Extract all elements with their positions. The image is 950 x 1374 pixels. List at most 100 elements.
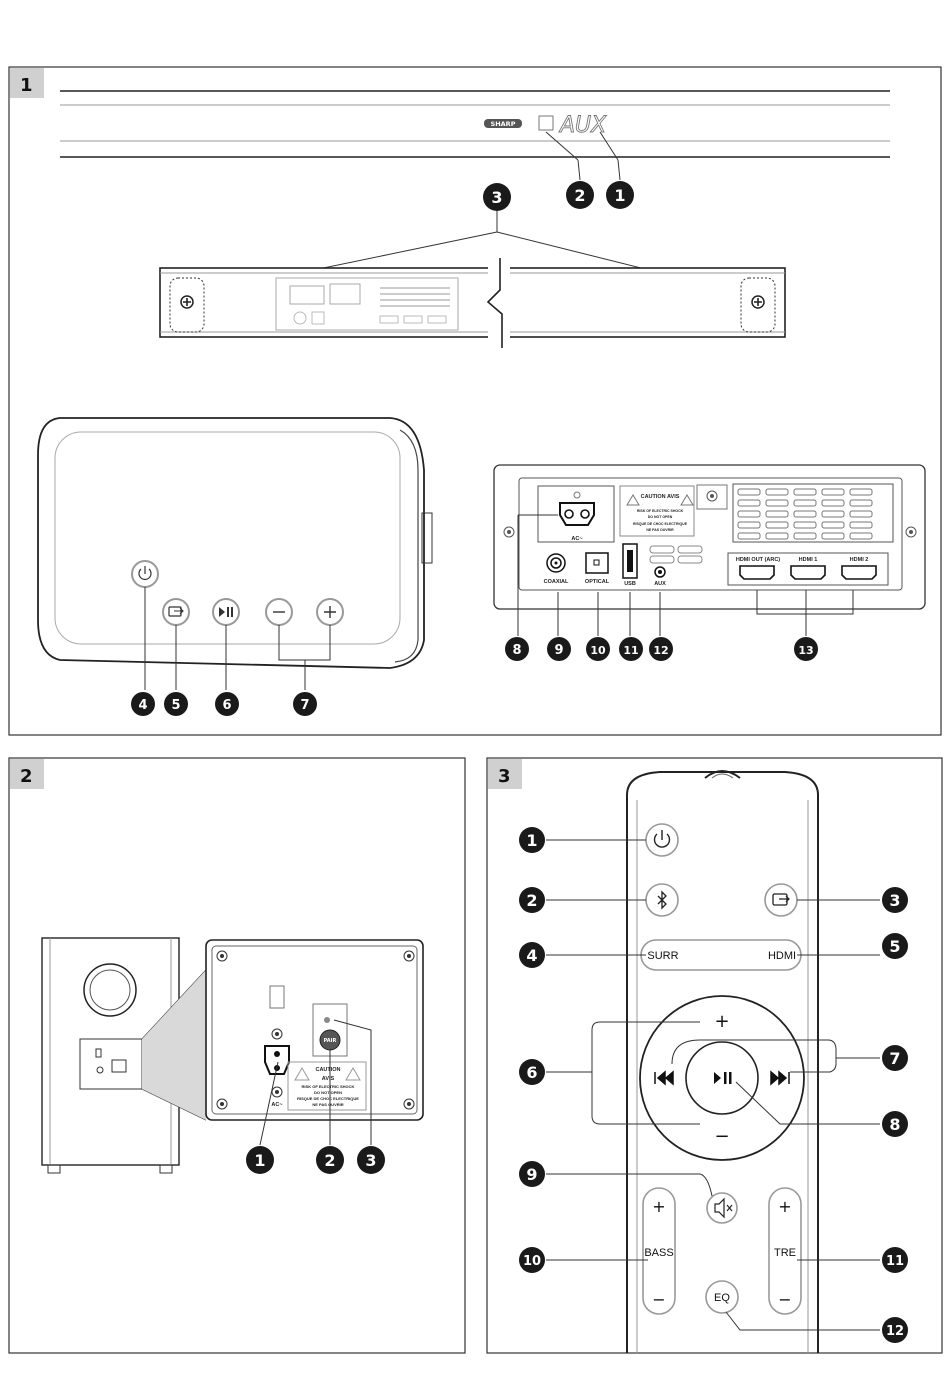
- bass-plus-label: +: [652, 1197, 665, 1216]
- remote-eq-button: EQ: [705, 1280, 739, 1314]
- remote-mute-button: [706, 1192, 738, 1224]
- optical-label: OPTICAL: [585, 579, 610, 585]
- remote-callout-12: 12: [882, 1317, 908, 1343]
- panel-1: 1 SHARP AUX 2 1 3: [8, 66, 942, 736]
- svg-text:9: 9: [554, 643, 563, 658]
- remote-bass-rocker: + BASS −: [642, 1187, 676, 1315]
- rear-connection-panel: AC~ CAUTION AVIS RISK OF ELECTRIC SHOCK …: [493, 464, 926, 610]
- callout-10: 10: [586, 637, 610, 661]
- callout-8: 8: [505, 637, 529, 661]
- brand-logo-text: SHARP: [491, 120, 516, 128]
- svg-text:12: 12: [886, 1324, 904, 1339]
- callout-4: 4: [131, 692, 155, 716]
- svg-text:1: 1: [614, 186, 625, 205]
- svg-text:2: 2: [526, 891, 537, 910]
- callout-11: 11: [619, 637, 643, 661]
- soundbar-rear: [159, 258, 786, 348]
- sub-warning-3: RISQUE DE CHOC ELECTRIQUE: [297, 1096, 359, 1101]
- remote-callout-3: 3: [882, 887, 908, 913]
- panel-2: 2 A: [8, 757, 466, 1354]
- play-pause-button-side: [212, 598, 240, 626]
- remote-treble-rocker: + TRE −: [768, 1187, 802, 1315]
- surr-button-label: SURR: [647, 950, 678, 962]
- svg-text:7: 7: [889, 1049, 900, 1068]
- subwoofer-rear-panel-zoom: AC~ PAIR CAUTION AVIS RISK OF ELECTRIC S…: [205, 939, 424, 1121]
- sub-warning-2: DO NOT OPEN: [314, 1090, 342, 1095]
- sub-warning-1: RISK OF ELECTRIC SHOCK: [302, 1084, 355, 1089]
- remote-callout-11: 11: [882, 1247, 908, 1273]
- callout-top-2: 2: [566, 181, 594, 209]
- sub-caution: CAUTION: [315, 1067, 340, 1073]
- svg-text:11: 11: [623, 644, 638, 657]
- panel-2-tag: 2: [20, 766, 33, 787]
- svg-text:6: 6: [526, 1063, 537, 1082]
- svg-text:11: 11: [886, 1254, 904, 1269]
- hdmi-out-label: HDMI OUT (ARC): [736, 557, 780, 563]
- remote-callout-6: 6: [519, 1059, 545, 1085]
- svg-text:12: 12: [653, 644, 668, 657]
- remote-callout-2: 2: [519, 887, 545, 913]
- hdmi2-label: HDMI 2: [850, 557, 869, 563]
- remote-callout-lines: [546, 839, 880, 1331]
- pair-button-label: PAIR: [324, 1038, 337, 1044]
- remote-callout-8: 8: [882, 1111, 908, 1137]
- soundbar-side: [37, 417, 433, 669]
- remote-callout-10: 10: [519, 1247, 545, 1273]
- coaxial-label: COAXIAL: [544, 579, 569, 585]
- svg-text:4: 4: [526, 946, 537, 965]
- remote-control-body: [626, 770, 819, 1353]
- volume-down-button-side: [265, 598, 293, 626]
- remote-callout-7: 7: [882, 1045, 908, 1071]
- rear-warning-4: NE PAS OUVRIR: [646, 528, 674, 532]
- treble-plus-label: +: [778, 1197, 791, 1216]
- svg-text:3: 3: [365, 1151, 376, 1170]
- callout-13: 13: [794, 637, 818, 661]
- remote-callout-4: 4: [519, 942, 545, 968]
- callout-6: 6: [215, 692, 239, 716]
- svg-text:3: 3: [889, 891, 900, 910]
- next-icon: [770, 1070, 790, 1086]
- svg-text:1: 1: [526, 831, 537, 850]
- hdmi1-label: HDMI 1: [799, 557, 818, 563]
- sub-callout-1: 1: [246, 1146, 274, 1174]
- bass-label: BASS: [644, 1247, 673, 1259]
- ac-label: AC~: [571, 536, 582, 542]
- remote-callout-9: 9: [519, 1161, 545, 1187]
- subwoofer-cabinet: [41, 937, 207, 1174]
- remote-bluetooth-button: [645, 883, 679, 917]
- callout-5: 5: [164, 692, 188, 716]
- volume-up-label: +: [714, 1011, 729, 1032]
- rear-warning-1: RISK OF ELECTRIC SHOCK: [637, 509, 684, 513]
- svg-text:6: 6: [222, 698, 231, 713]
- panel-3-tag: 3: [498, 766, 511, 787]
- remote-navigation-ring: + −: [639, 995, 805, 1161]
- sub-avis: AVIS: [322, 1076, 335, 1082]
- rear-caution-text: CAUTION AVIS: [641, 494, 680, 500]
- svg-text:5: 5: [889, 937, 900, 956]
- callout-top-3: 3: [483, 183, 511, 211]
- sub-warning-4: NE PAS OUVRIR: [312, 1102, 343, 1107]
- svg-text:1: 1: [254, 1151, 265, 1170]
- callout-top-1: 1: [606, 181, 634, 209]
- svg-text:4: 4: [138, 698, 147, 713]
- svg-text:5: 5: [171, 698, 180, 713]
- svg-text:3: 3: [491, 188, 502, 207]
- brand-logo: [484, 119, 522, 128]
- treble-label: TRE: [774, 1247, 796, 1259]
- remote-source-button: [764, 883, 798, 917]
- volume-up-button-side: [316, 598, 344, 626]
- sub-callout-3: 3: [357, 1146, 385, 1174]
- treble-minus-label: −: [778, 1290, 791, 1309]
- standby-indicator: [538, 115, 554, 131]
- display-text: AUX: [558, 113, 607, 138]
- svg-text:2: 2: [574, 186, 585, 205]
- sub-callout-2: 2: [316, 1146, 344, 1174]
- panel-1-tag: 1: [20, 75, 33, 96]
- aux-label: AUX: [654, 581, 666, 587]
- soundbar-front: SHARP AUX: [60, 90, 890, 181]
- rear-warning-2: DO NOT OPEN: [648, 515, 673, 519]
- svg-text:8: 8: [889, 1115, 900, 1134]
- play-pause-icon: [714, 1072, 721, 1084]
- usb-label: USB: [624, 581, 636, 587]
